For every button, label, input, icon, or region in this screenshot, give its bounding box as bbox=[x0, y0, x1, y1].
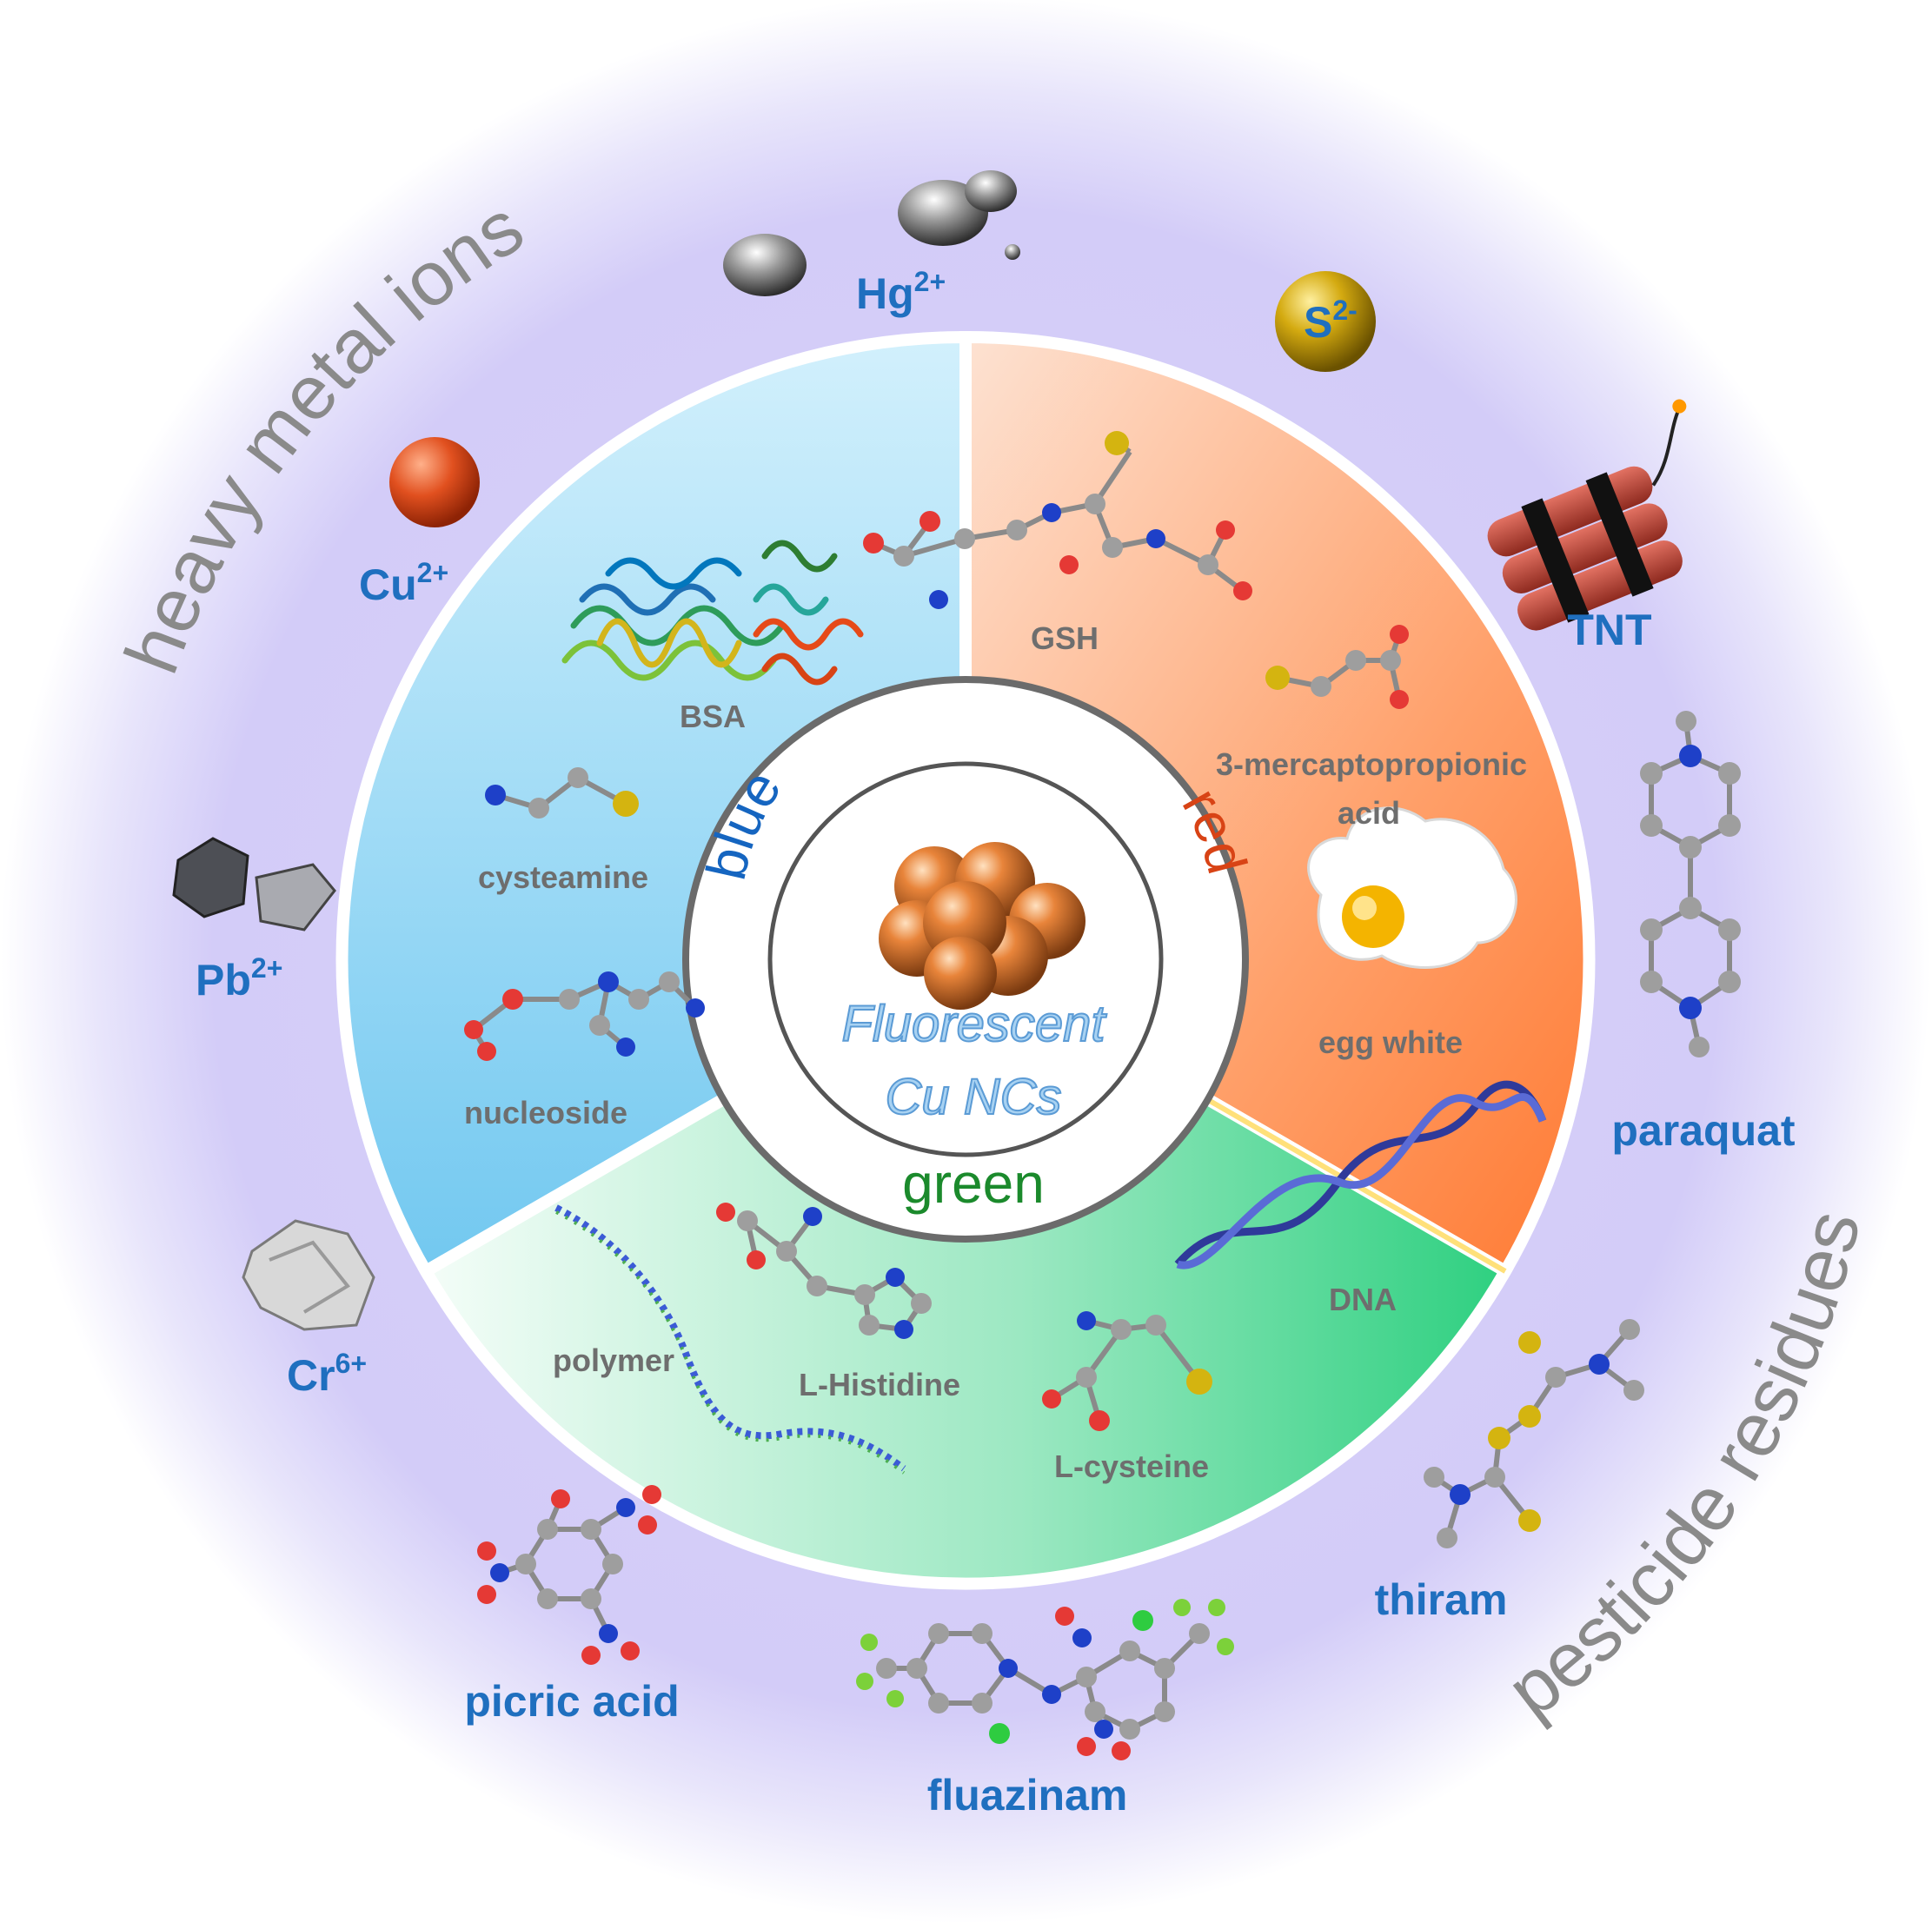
picric-acid-label: picric acid bbox=[464, 1677, 679, 1726]
lead-metal-icon bbox=[172, 837, 336, 931]
sulfur-sphere-icon bbox=[1275, 271, 1376, 372]
polymer-chain-icon bbox=[554, 1204, 906, 1472]
gsh-label: GSH bbox=[1031, 620, 1099, 656]
s-label: S2- bbox=[1304, 295, 1358, 347]
cr-label: Cr6+ bbox=[287, 1348, 367, 1400]
bsa-label: BSA bbox=[680, 699, 746, 734]
l-cysteine-label: L-cysteine bbox=[1054, 1448, 1209, 1484]
green-emission-label: green bbox=[902, 1152, 1045, 1215]
chromium-metal-icon bbox=[242, 1219, 375, 1331]
tnt-label: TNT bbox=[1567, 606, 1651, 654]
polymer-label: polymer bbox=[553, 1342, 674, 1378]
molecule-atoms bbox=[464, 431, 1741, 1760]
paraquat-label: paraquat bbox=[1611, 1106, 1796, 1155]
mercury-droplet-icon bbox=[723, 170, 1020, 296]
mpa-label-line2: acid bbox=[1338, 795, 1400, 831]
egg-white-label: egg white bbox=[1318, 1024, 1463, 1060]
copper-sphere-icon bbox=[389, 437, 480, 527]
pb-label: Pb2+ bbox=[196, 952, 282, 1004]
egg-icon bbox=[1307, 806, 1517, 969]
tnt-dynamite-icon bbox=[1487, 399, 1687, 631]
thiram-label: thiram bbox=[1375, 1575, 1508, 1624]
hg-label: Hg2+ bbox=[856, 266, 946, 318]
center-title-line1: Fluorescent bbox=[841, 996, 1107, 1052]
center-title-line2: Cu NCs bbox=[885, 1069, 1061, 1125]
dna-label: DNA bbox=[1329, 1282, 1397, 1317]
nucleoside-label: nucleoside bbox=[464, 1095, 627, 1130]
dna-helix-icon bbox=[1174, 1080, 1547, 1269]
copper-cluster-icon bbox=[879, 842, 1086, 1010]
protein-ribbon-icon bbox=[561, 540, 864, 686]
l-histidine-label: L-Histidine bbox=[799, 1367, 960, 1402]
fluazinam-label: fluazinam bbox=[927, 1771, 1128, 1820]
cu-label: Cu2+ bbox=[359, 557, 448, 609]
cysteamine-label: cysteamine bbox=[478, 859, 648, 895]
mpa-label-line1: 3-mercaptopropionic bbox=[1216, 746, 1527, 782]
